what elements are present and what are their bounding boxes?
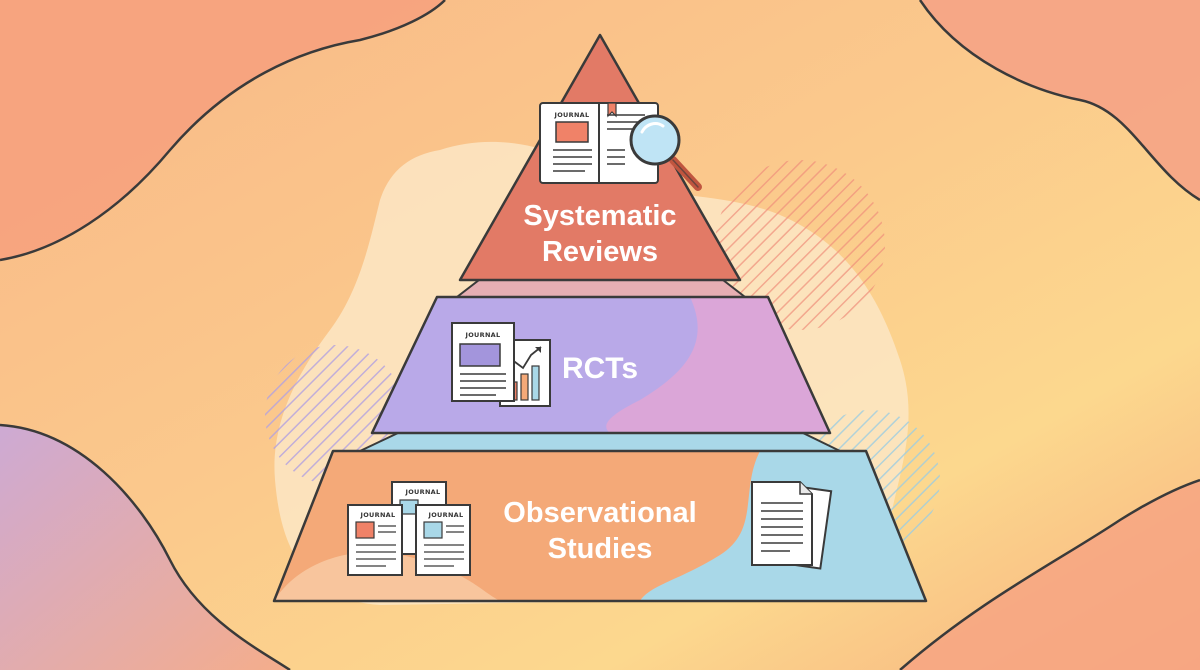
- journal-stack-icon: JOURNAL JOURNAL JOURNAL: [347, 481, 471, 576]
- background-curve-top-right: [918, 0, 1200, 202]
- background-blob-top-right: [920, 0, 1200, 200]
- journal-magnifier-icon: JOURNAL: [539, 102, 702, 191]
- journal-label-middle: JOURNAL: [465, 331, 501, 339]
- background-curve-bottom-left: [0, 423, 291, 670]
- journal-chart-icon: JOURNAL: [451, 322, 551, 407]
- tier-bottom-label-line1: Observational: [503, 497, 696, 529]
- connector-top-middle: [454, 279, 748, 298]
- journal-label-bottom-back: JOURNAL: [405, 488, 441, 496]
- journal-label-top: JOURNAL: [554, 111, 590, 119]
- tier-top-label-line2: Reviews: [542, 236, 658, 268]
- background-curve-bottom-right: [899, 478, 1200, 670]
- documents-icon: [751, 481, 833, 570]
- background-blob-bottom-right: [900, 480, 1200, 670]
- background-curve-top-left: [0, 0, 446, 262]
- journal-right: JOURNAL: [415, 504, 471, 576]
- background-blob-top-left: [0, 0, 445, 260]
- tier-middle-label: RCTs: [562, 352, 638, 385]
- connector-middle-bottom: [359, 432, 841, 452]
- journal-label-bottom-left: JOURNAL: [360, 511, 396, 519]
- journal-left: JOURNAL: [347, 504, 403, 576]
- hatch-circle-top-right: [715, 160, 885, 330]
- tier-top-label-line1: Systematic: [523, 200, 676, 232]
- journal-label-bottom-right: JOURNAL: [428, 511, 464, 519]
- tier-bottom-label-line2: Studies: [548, 533, 653, 565]
- background-blob-bottom-left: [0, 425, 290, 670]
